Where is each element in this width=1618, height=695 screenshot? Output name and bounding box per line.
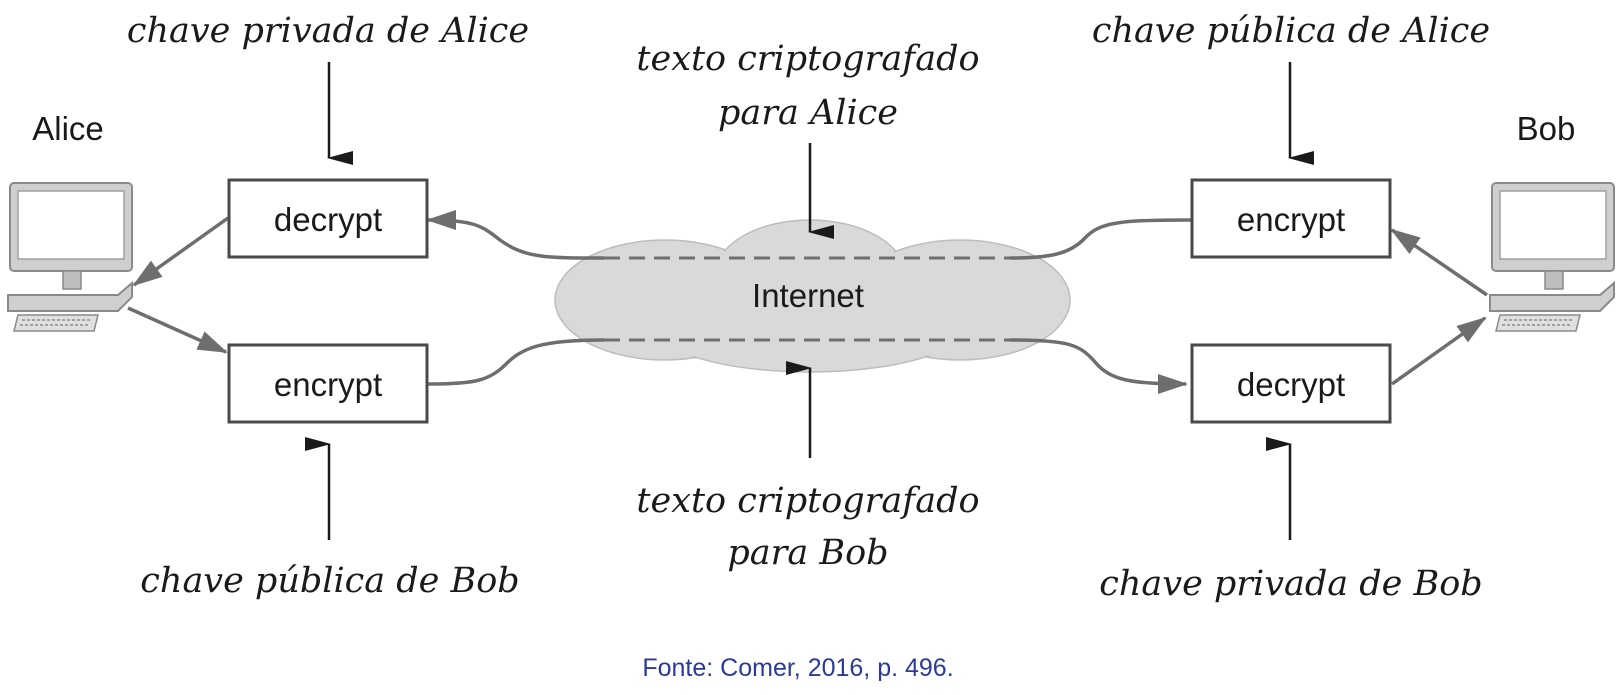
alice-encrypt-box: encrypt	[227, 343, 429, 424]
alice-decrypt-box: decrypt	[227, 178, 429, 259]
key-arrows	[305, 62, 1314, 540]
alice-public-key-label: chave pública de Alice	[1092, 11, 1490, 51]
ciphertext-to-alice-line1: texto criptografado	[636, 39, 979, 79]
figure-caption: Fonte: Comer, 2016, p. 496.	[642, 654, 953, 682]
bob-private-key-label: chave privada de Bob	[1099, 564, 1482, 604]
bob-encrypt-label: encrypt	[1237, 201, 1345, 238]
path-bob-computer-to-encrypt	[1390, 228, 1488, 297]
bob-decrypt-label: decrypt	[1237, 366, 1345, 403]
bob-encrypt-box: encrypt	[1190, 178, 1392, 259]
alice-private-key-label: chave privada de Alice	[127, 11, 529, 51]
path-to-bob-decrypt	[1009, 338, 1188, 394]
path-alice-computer-to-encrypt	[127, 306, 228, 354]
connection-lines	[127, 210, 1488, 394]
alice-decrypt-label: decrypt	[274, 201, 382, 238]
path-from-alice-encrypt	[426, 338, 605, 386]
path-alice-decrypt-to-computer	[132, 216, 230, 287]
alice-name: Alice	[32, 110, 104, 147]
bob-computer-icon	[1489, 182, 1615, 332]
bob-name: Bob	[1517, 110, 1576, 147]
alice-computer-icon	[7, 182, 133, 332]
ciphertext-to-alice-line2: para Alice	[718, 93, 898, 133]
ciphertext-to-bob-line2: para Bob	[727, 533, 888, 573]
alice-encrypt-label: encrypt	[274, 366, 382, 403]
path-bob-decrypt-to-computer	[1390, 316, 1487, 386]
path-from-bob-encrypt	[1009, 218, 1193, 260]
internet-cloud: Internet	[554, 219, 1071, 373]
bob-decrypt-box: decrypt	[1190, 343, 1392, 424]
bob-public-key-label: chave pública de Bob	[140, 561, 519, 601]
internet-label: Internet	[752, 277, 864, 314]
path-to-alice-decrypt	[426, 210, 605, 260]
ciphertext-to-bob-line1: texto criptografado	[636, 481, 979, 521]
